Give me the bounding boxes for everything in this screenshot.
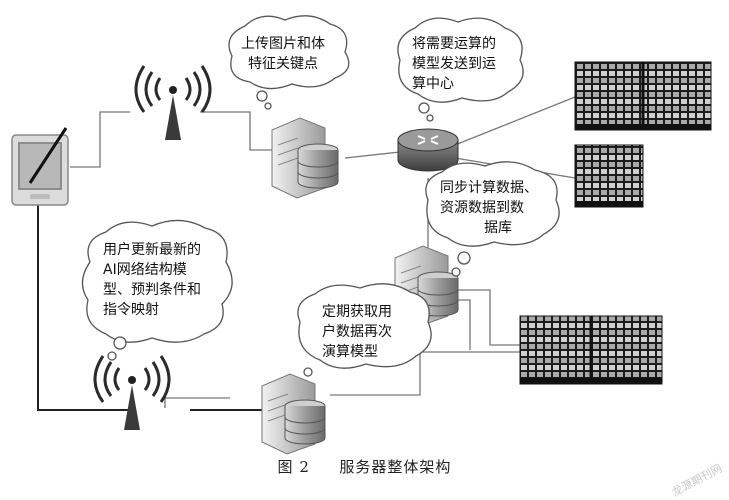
bubble-periodic-text: 定期获取用 户数据再次 演算模型 [322,302,392,362]
bubble-sync [425,161,560,277]
server-rack-middle-icon [574,144,644,208]
router-icon [397,128,459,172]
tablet-to-antenna-top-line [70,111,130,168]
server-database-top-icon [271,117,339,199]
server-rack-bottom-icon [519,315,663,385]
bubble-sync-line-1: 同步计算数据、 [440,180,538,196]
bubble-update-line-3: 型、预判条件和 [103,282,201,298]
bubble-periodic-line-2: 户数据再次 [322,324,392,340]
bubble-sync-line-3: 据库 [484,220,512,236]
bubble-sync-line-2: 资源数据到数 [440,200,524,216]
server-to-router-line [344,151,401,159]
architecture-diagram [11,15,712,455]
bubble-upload [228,15,350,110]
figure-number: 图 2 [277,458,310,476]
bubble-send-model [397,17,524,122]
tablet-to-antenna-bottom-line [37,205,130,411]
bubble-periodic-line-3: 演算模型 [322,344,378,360]
antenna-to-server-top-line [200,111,285,151]
bubble-upload-text: 上传图片和体 特征关键点 [241,34,325,74]
server-middle-to-rack-bottom-line [455,289,520,346]
bubble-send-model-line-1: 将需要运算的 [412,36,496,52]
bubble-upload-line-1: 上传图片和体 [241,36,325,52]
rack-bottom-to-server-bottom-line [330,351,520,396]
bubble-update [81,219,233,361]
wireless-antenna-bottom-icon [93,355,171,430]
bubble-update-line-4: 指令映射 [103,302,159,318]
bubble-periodic-line-1: 定期获取用 [322,304,392,320]
server-database-bottom-icon [261,373,326,455]
bubble-send-model-line-2: 模型发送到运 [412,56,496,72]
tablet-device-icon [11,127,69,206]
wireless-antenna-top-icon [134,65,212,140]
dark-connection-lines [37,205,265,411]
server-bottom-to-antenna-line [164,397,230,408]
bubble-update-text: 用户更新最新的 AI网络结构模 型、预判条件和 指令映射 [103,240,201,320]
bubble-send-model-line-3: 算中心 [412,76,454,92]
bubble-sync-text: 同步计算数据、 资源数据到数 据库 [440,178,538,238]
router-to-rack-top-line [454,96,576,146]
server-rack-top-icon [574,61,712,131]
figure-caption: 图 2 服务器整体架构 [0,456,729,477]
stylus-icon [28,127,68,184]
bubble-send-model-text: 将需要运算的 模型发送到运 算中心 [412,34,496,94]
bubble-upload-line-2: 特征关键点 [248,56,318,72]
figure-title: 服务器整体架构 [339,458,452,476]
server-middle-down-line [455,299,471,350]
bubble-update-line-2: AI网络结构模 [103,262,187,278]
bubble-update-line-1: 用户更新最新的 [103,242,201,258]
bubble-periodic [297,283,432,377]
